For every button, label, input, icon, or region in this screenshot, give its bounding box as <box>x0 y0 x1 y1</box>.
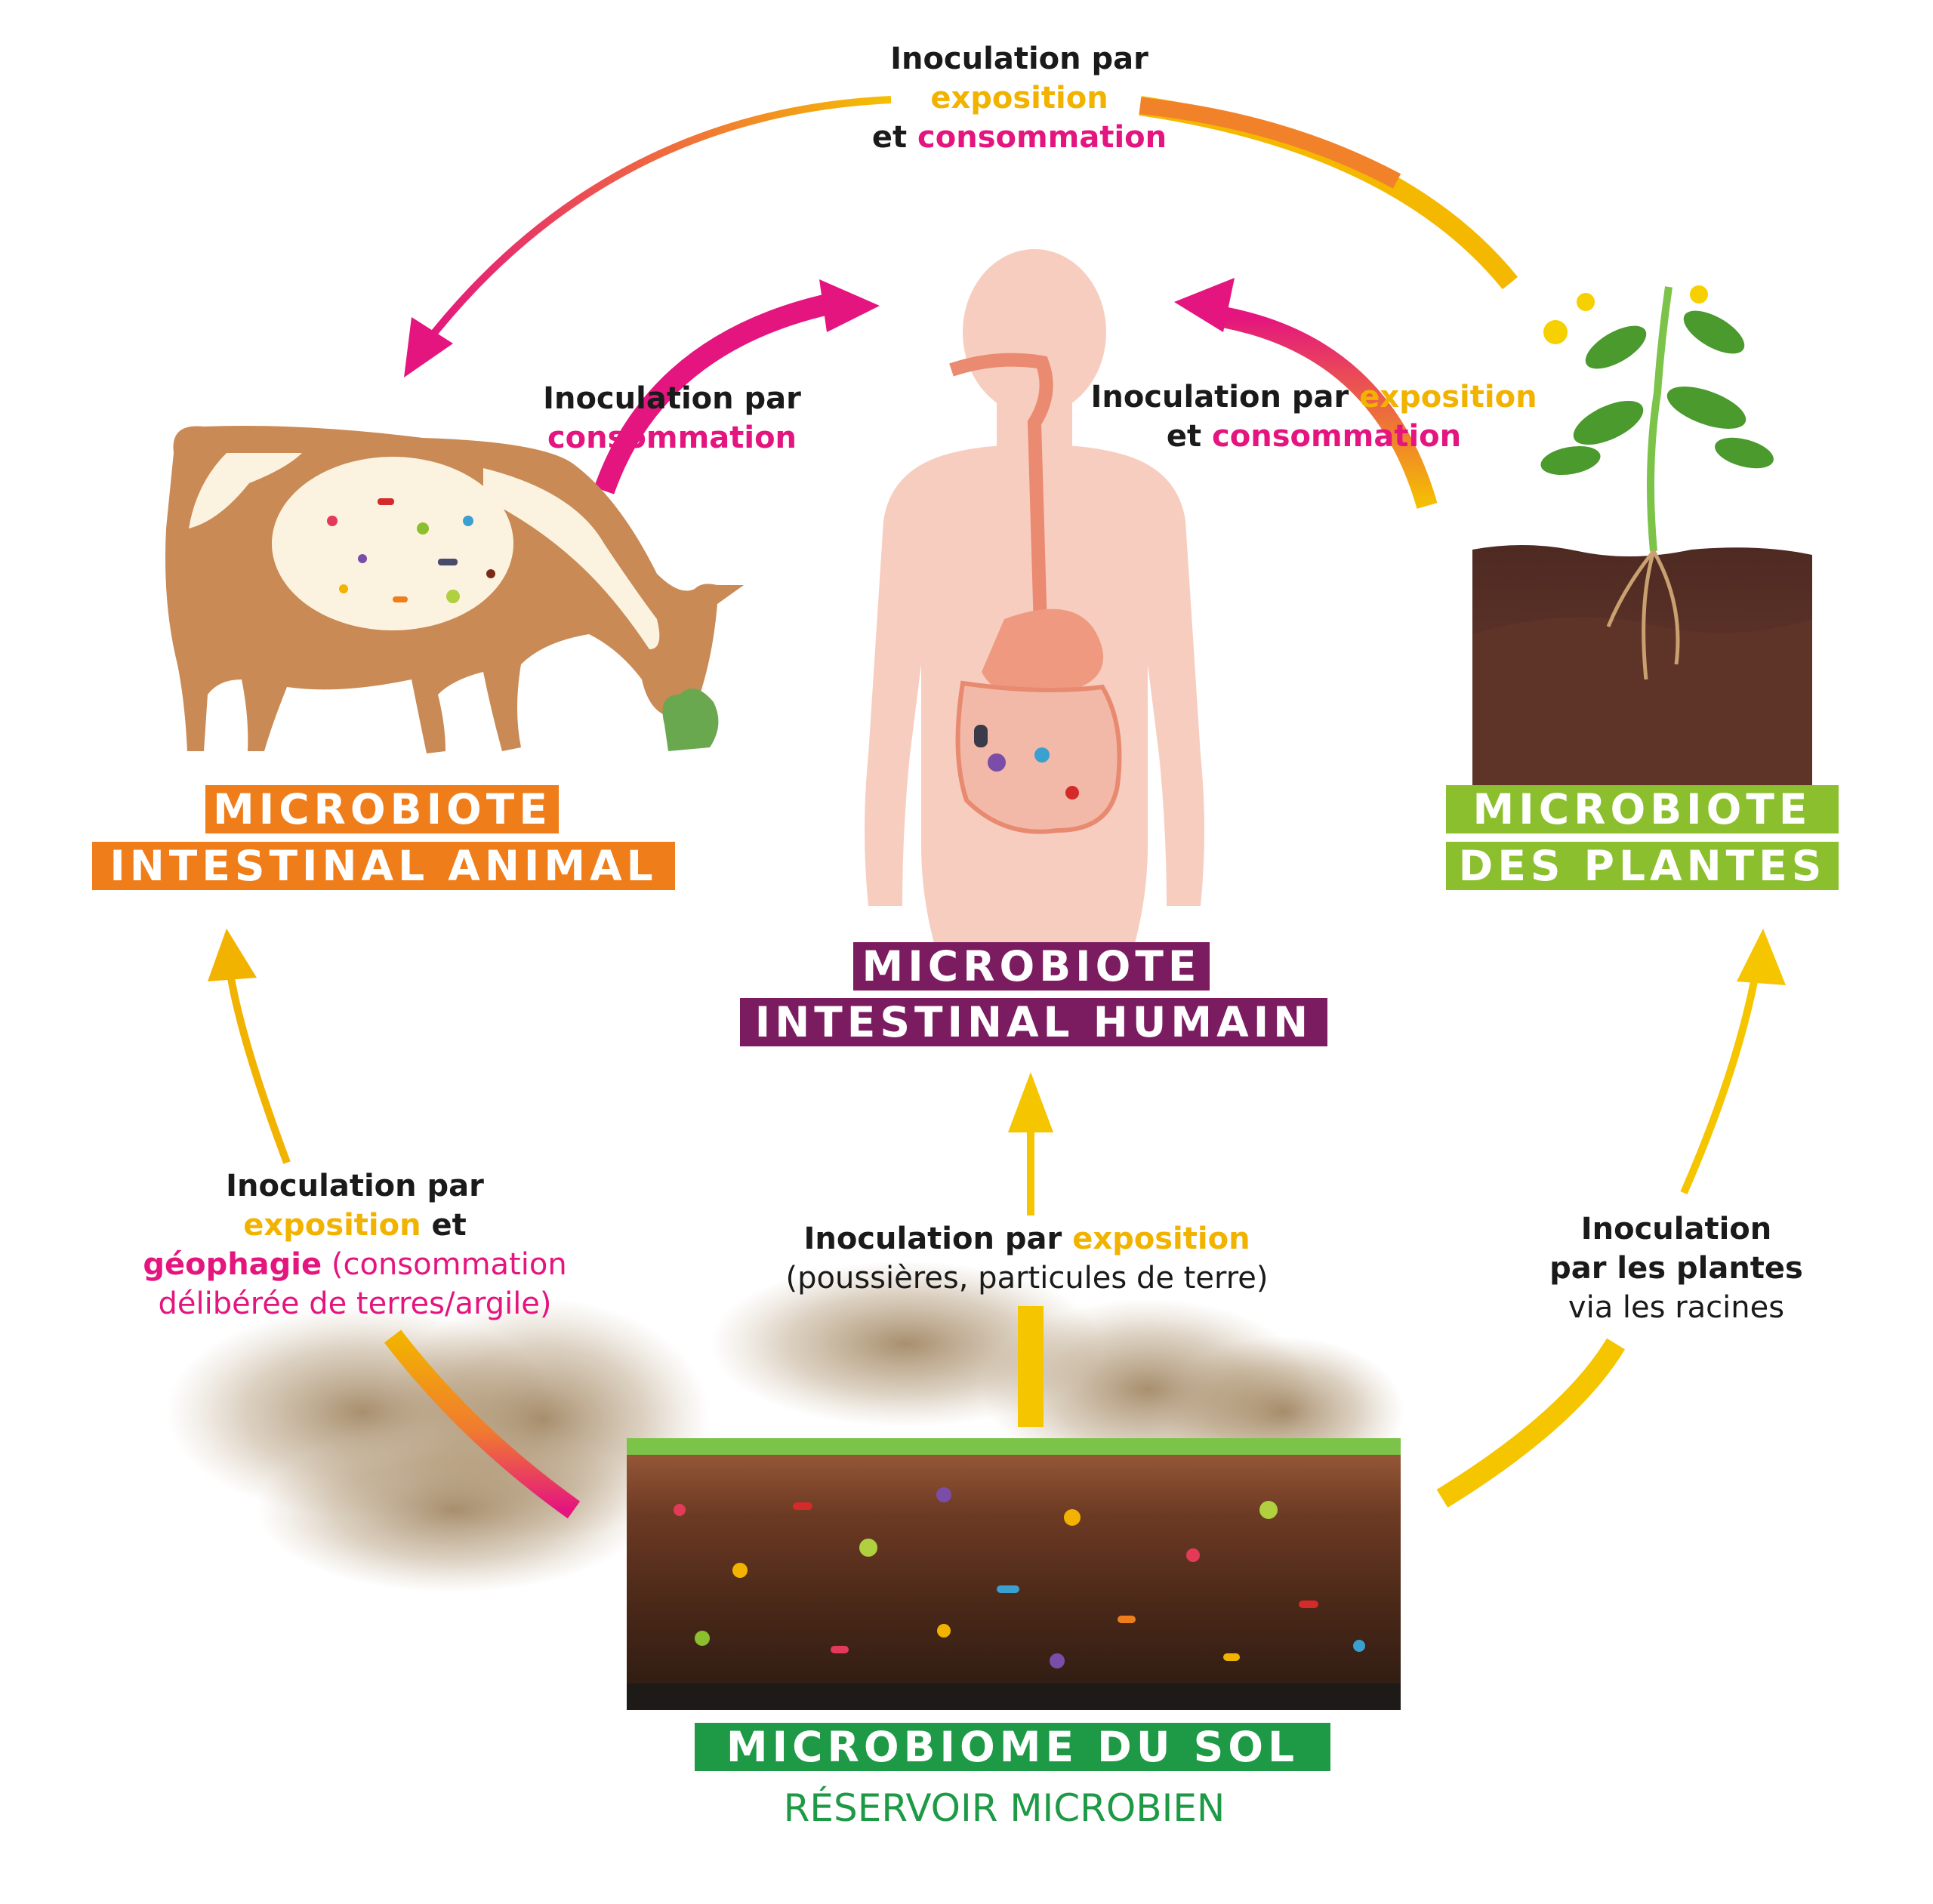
human-body-icon <box>865 249 1204 951</box>
arrow-animal-to-human <box>593 279 880 494</box>
arrow-soil-to-plants <box>1436 929 1786 1508</box>
plants-title-line1: MICROBIOTE <box>1446 785 1839 833</box>
edge-label-soil-to-plants: Inoculation par les plantes via les raci… <box>1549 1212 1803 1325</box>
edge-label-soil-to-human: Inoculation par exposition (poussières, … <box>785 1222 1269 1296</box>
edge-label-plants-to-human: Inoculation par exposition et consommati… <box>1090 380 1537 454</box>
arrow-plants-to-human <box>1174 278 1438 509</box>
arrow-soil-to-human <box>1008 1072 1053 1427</box>
plants-title-line2: DES PLANTES <box>1446 842 1839 890</box>
edge-label-plants-to-animal: Inoculation par exposition et consommati… <box>871 42 1167 155</box>
soil-title: MICROBIOME DU SOL <box>695 1723 1330 1771</box>
soil-layers-icon <box>627 1438 1401 1710</box>
edge-label-animal-to-human: Inoculation par consommation <box>543 381 801 455</box>
animal-title-line1: MICROBIOTE <box>205 785 559 833</box>
soil-subtitle: RÉSERVOIR MICROBIEN <box>783 1786 1225 1830</box>
human-title-line1: MICROBIOTE <box>853 942 1210 991</box>
plant-icon <box>1472 285 1812 785</box>
human-title-line2: INTESTINAL HUMAIN <box>740 998 1327 1046</box>
cow-icon <box>165 426 744 753</box>
arrow-plants-to-animal <box>404 96 1518 377</box>
animal-title-line2: INTESTINAL ANIMAL <box>92 842 675 890</box>
arrow-soil-to-animal <box>208 929 581 1519</box>
edge-label-soil-to-animal: Inoculation par exposition et géophagie … <box>143 1169 567 1321</box>
